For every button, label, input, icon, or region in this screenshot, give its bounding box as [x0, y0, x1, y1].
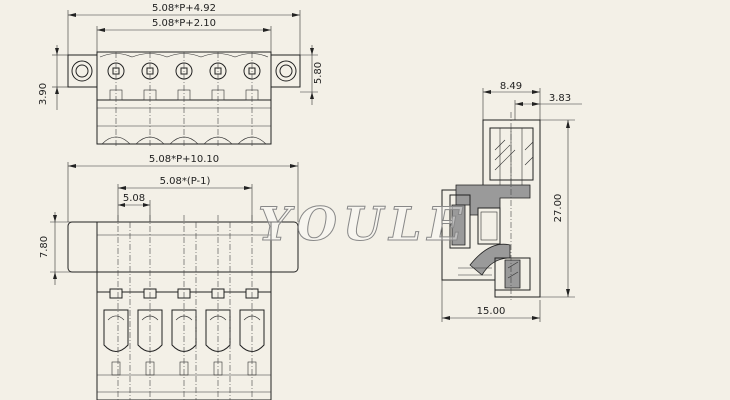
dim-inner-width: 5.08*P+2.10	[152, 18, 216, 29]
dim-side-top-width: 8.49	[500, 81, 522, 92]
dim-pitch: 5.08	[123, 193, 145, 204]
dim-side-height: 27.00	[553, 194, 564, 223]
dim-left-height: 3.90	[38, 83, 49, 105]
side-hatching	[494, 139, 534, 279]
dim-front-overall: 5.08*P+10.10	[149, 154, 219, 165]
dim-overall-width: 5.08*P+4.92	[152, 3, 216, 14]
dim-front-height: 7.80	[39, 236, 50, 258]
side-view: 8.49 3.83 27.00 15.00	[441, 81, 582, 322]
dim-right-height: 5.80	[313, 62, 324, 84]
dim-pitch-formula: 5.08*(P-1)	[160, 176, 211, 187]
front-view: 5.08*P+10.10 5.08*(P-1) 5.08 7.80	[39, 154, 299, 400]
dim-side-bottom-width: 15.00	[477, 306, 506, 317]
top-view: 5.08*P+4.92 5.08*P+2.10 3.90 5.80	[38, 3, 324, 148]
watermark-logo: YOULE	[258, 197, 468, 251]
dim-side-offset: 3.83	[549, 93, 571, 104]
